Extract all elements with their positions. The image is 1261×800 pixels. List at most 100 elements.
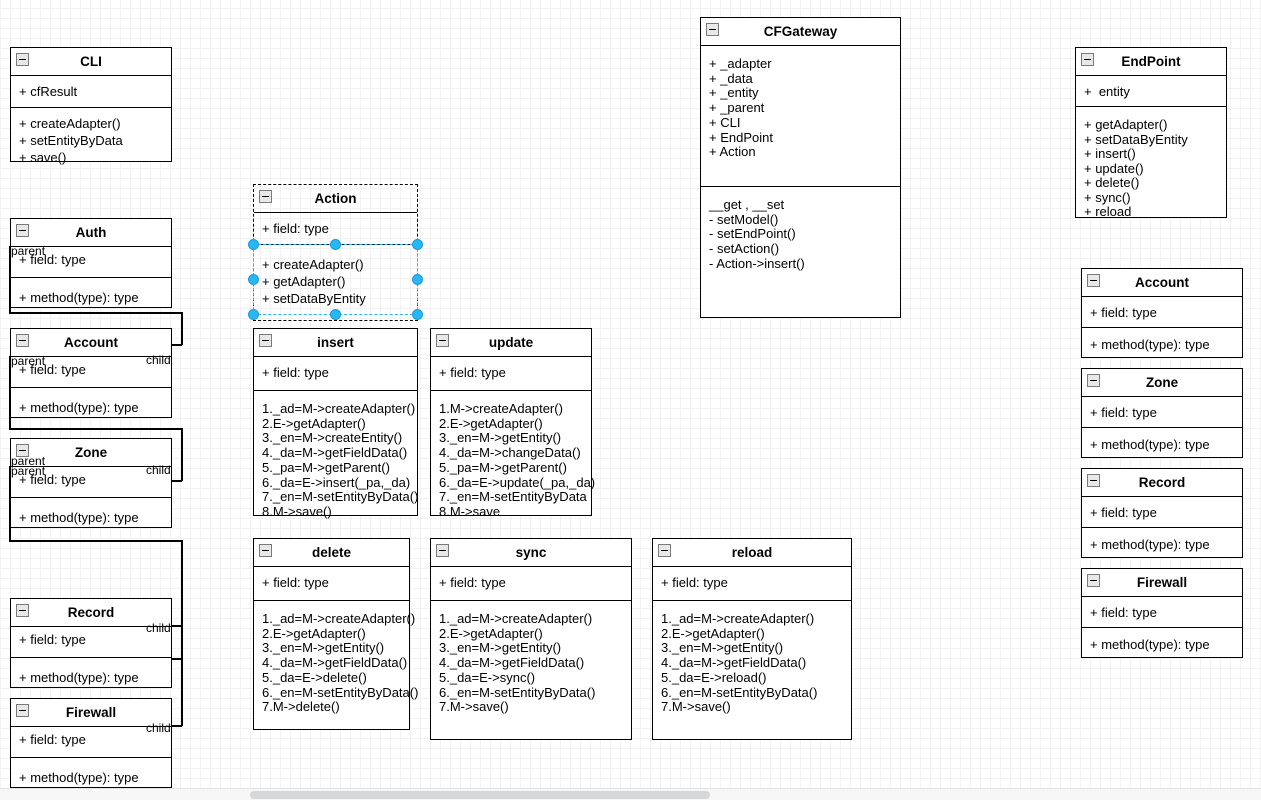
class-methods: + method(type): type <box>11 658 171 693</box>
resize-handle-e[interactable] <box>412 274 423 285</box>
collapse-minus-icon[interactable] <box>259 544 272 557</box>
class-title: Action <box>314 191 357 206</box>
connector-segment <box>181 312 183 345</box>
class-header: Account <box>1082 269 1242 297</box>
connector-segment <box>9 258 11 313</box>
method-row: 1._ad=M->createAdapter() <box>661 611 815 626</box>
resize-handle-nw[interactable] <box>248 239 259 250</box>
class-attributes: + field: type <box>431 567 631 601</box>
method-row: 4._da=M->getFieldData() <box>439 655 585 671</box>
class-header: Action <box>254 185 417 213</box>
class-title: Zone <box>1145 375 1179 390</box>
connector-segment <box>9 312 182 314</box>
method-row: + method(type): type <box>19 290 139 305</box>
attribute-row: + field: type <box>19 252 86 267</box>
class-header: Zone <box>11 439 171 467</box>
class-box-cli[interactable]: CLI + cfResult + createAdapter() + setEn… <box>10 47 172 165</box>
class-attributes: + field: type <box>254 357 417 391</box>
class-box-account-left[interactable]: Account + field: type + method(type): ty… <box>10 328 172 418</box>
class-box-delete[interactable]: delete + field: type 1._ad=M->createAdap… <box>253 538 418 730</box>
attribute-row: + field: type <box>19 632 86 647</box>
class-box-record-left[interactable]: Record + field: type + method(type): typ… <box>10 598 172 688</box>
collapse-minus-icon[interactable] <box>658 544 671 557</box>
class-header: CLI <box>11 48 171 76</box>
attribute-row: + _entity <box>709 85 759 101</box>
horizontal-scrollbar-thumb[interactable] <box>250 791 710 799</box>
attribute-row: + field: type <box>661 575 728 590</box>
class-box-account-right[interactable]: Account + field: type + method(type): ty… <box>1081 268 1243 358</box>
method-row: 2.E->getAdapter() <box>439 415 543 431</box>
class-box-zone-left[interactable]: Zone + field: type + method(type): type <box>10 438 172 528</box>
attribute-row: + field: type <box>19 362 86 377</box>
class-box-firewall-left[interactable]: Firewall + field: type + method(type): t… <box>10 698 172 788</box>
class-header: Zone <box>1082 369 1242 397</box>
class-methods: 1._ad=M->createAdapter() 2.E->getAdapter… <box>653 601 851 722</box>
collapse-minus-icon[interactable] <box>16 224 29 237</box>
class-box-endpoint[interactable]: EndPoint + entity + getAdapter() + setDa… <box>1075 47 1227 219</box>
class-box-auth[interactable]: Auth + field: type + method(type): type <box>10 218 172 308</box>
resize-handle-s[interactable] <box>330 309 341 320</box>
class-box-update[interactable]: update + field: type 1.M->createAdapter(… <box>430 328 595 519</box>
class-title: reload <box>731 545 773 560</box>
connector-segment <box>9 356 11 429</box>
class-header: Firewall <box>11 699 171 727</box>
method-row: + createAdapter() <box>19 116 121 131</box>
resize-handle-n[interactable] <box>330 239 341 250</box>
collapse-minus-icon[interactable] <box>436 544 449 557</box>
class-header: reload <box>653 539 851 567</box>
class-methods: + method(type): type <box>11 758 171 788</box>
collapse-minus-icon[interactable] <box>1087 574 1100 587</box>
horizontal-scrollbar[interactable] <box>0 788 1261 800</box>
class-attributes: + field: type <box>653 567 851 601</box>
attribute-row: + EndPoint <box>709 129 773 145</box>
collapse-minus-icon[interactable] <box>259 190 272 203</box>
edge-label-record-child: child <box>146 621 171 635</box>
method-row: 3._en=M->getEntity() <box>262 640 385 656</box>
class-box-cfgateway[interactable]: CFGateway + _adapter + _data + _entity +… <box>700 17 901 318</box>
method-row: 7._en=M-setEntityByData() <box>262 489 419 505</box>
collapse-minus-icon[interactable] <box>259 334 272 347</box>
attribute-row: + field: type <box>1090 305 1157 320</box>
collapse-minus-icon[interactable] <box>706 23 719 36</box>
collapse-minus-icon[interactable] <box>16 704 29 717</box>
class-box-sync[interactable]: sync + field: type 1._ad=M->createAdapte… <box>430 538 632 740</box>
collapse-minus-icon[interactable] <box>16 604 29 617</box>
collapse-minus-icon[interactable] <box>1087 374 1100 387</box>
method-row: + insert() <box>1084 146 1136 161</box>
resize-handle-w[interactable] <box>248 274 259 285</box>
class-box-record-right[interactable]: Record + field: type + method(type): typ… <box>1081 468 1243 558</box>
class-title: insert <box>317 335 354 350</box>
method-row: + sync() <box>1084 189 1131 205</box>
resize-handle-ne[interactable] <box>412 239 423 250</box>
collapse-minus-icon[interactable] <box>1081 53 1094 66</box>
resize-handle-sw[interactable] <box>248 309 259 320</box>
class-header: EndPoint <box>1076 48 1226 76</box>
collapse-minus-icon[interactable] <box>16 444 29 457</box>
class-attributes: + field: type <box>431 357 591 391</box>
connector-segment <box>181 428 183 481</box>
method-row: - setAction() <box>709 241 780 257</box>
class-methods: + getAdapter() + setDataByEntity + inser… <box>1076 107 1226 227</box>
class-box-firewall-right[interactable]: Firewall + field: type + method(type): t… <box>1081 568 1243 658</box>
class-title: Auth <box>75 225 107 240</box>
class-box-insert[interactable]: insert + field: type 1._ad=M->createAdap… <box>253 328 419 519</box>
collapse-minus-icon[interactable] <box>1087 274 1100 287</box>
class-title: CFGateway <box>763 24 838 39</box>
collapse-minus-icon[interactable] <box>16 334 29 347</box>
class-attributes: + field: type <box>1082 397 1242 428</box>
collapse-minus-icon[interactable] <box>16 53 29 66</box>
method-row: - setEndPoint() <box>709 226 796 242</box>
method-row: + save() <box>19 150 67 165</box>
class-title: EndPoint <box>1121 54 1181 69</box>
method-row: 3._en=M->getEntity() <box>439 430 562 446</box>
resize-handle-se[interactable] <box>412 309 423 320</box>
collapse-minus-icon[interactable] <box>1087 474 1100 487</box>
collapse-minus-icon[interactable] <box>436 334 449 347</box>
class-box-zone-right[interactable]: Zone + field: type + method(type): type <box>1081 368 1243 458</box>
class-box-reload[interactable]: reload + field: type 1._ad=M->createAdap… <box>652 538 852 740</box>
class-title: Account <box>64 335 118 350</box>
class-box-action[interactable]: Action + field: type + createAdapter() +… <box>253 184 418 321</box>
class-methods: + method(type): type <box>11 388 171 423</box>
method-row: + method(type): type <box>1090 637 1210 652</box>
